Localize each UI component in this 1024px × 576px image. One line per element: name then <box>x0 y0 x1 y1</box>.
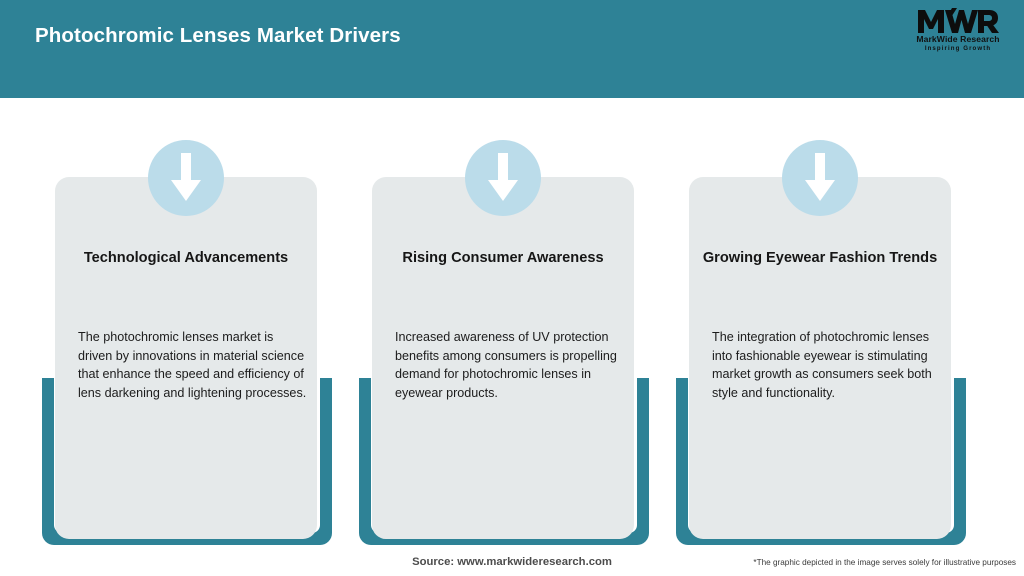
down-arrow-icon <box>782 140 858 216</box>
logo-name: MarkWide Research <box>916 34 1000 44</box>
card-panel <box>689 177 951 539</box>
page-title: Photochromic Lenses Market Drivers <box>35 24 401 47</box>
card-description: The integration of photochromic lenses i… <box>712 330 932 400</box>
mwr-logo-icon <box>918 8 999 33</box>
driver-card-technological-advancements: Technological Advancements The photochro… <box>38 140 340 546</box>
driver-card-rising-consumer-awareness: Rising Consumer Awareness Increased awar… <box>355 140 657 546</box>
down-arrow-icon <box>148 140 224 216</box>
markwide-research-logo: MarkWide Research Inspiring Growth <box>906 8 1010 60</box>
header-bar: Photochromic Lenses Market Drivers MarkW… <box>0 0 1024 98</box>
driver-card-growing-eyewear-fashion-trends: Growing Eyewear Fashion Trends The integ… <box>672 140 974 546</box>
card-heading: Technological Advancements <box>83 250 289 266</box>
illustrative-purposes-disclaimer: *The graphic depicted in the image serve… <box>753 558 1016 567</box>
logo-tagline: Inspiring Growth <box>924 45 992 52</box>
card-panel <box>55 177 317 539</box>
card-description: The photochromic lenses market is driven… <box>78 330 307 400</box>
card-description: Increased awareness of UV protection ben… <box>395 330 617 400</box>
source-attribution: Source: www.markwideresearch.com <box>412 556 612 568</box>
down-arrow-icon <box>465 140 541 216</box>
card-heading: Growing Eyewear Fashion Trends <box>702 250 938 266</box>
card-heading: Rising Consumer Awareness <box>402 250 604 266</box>
card-panel <box>372 177 634 539</box>
